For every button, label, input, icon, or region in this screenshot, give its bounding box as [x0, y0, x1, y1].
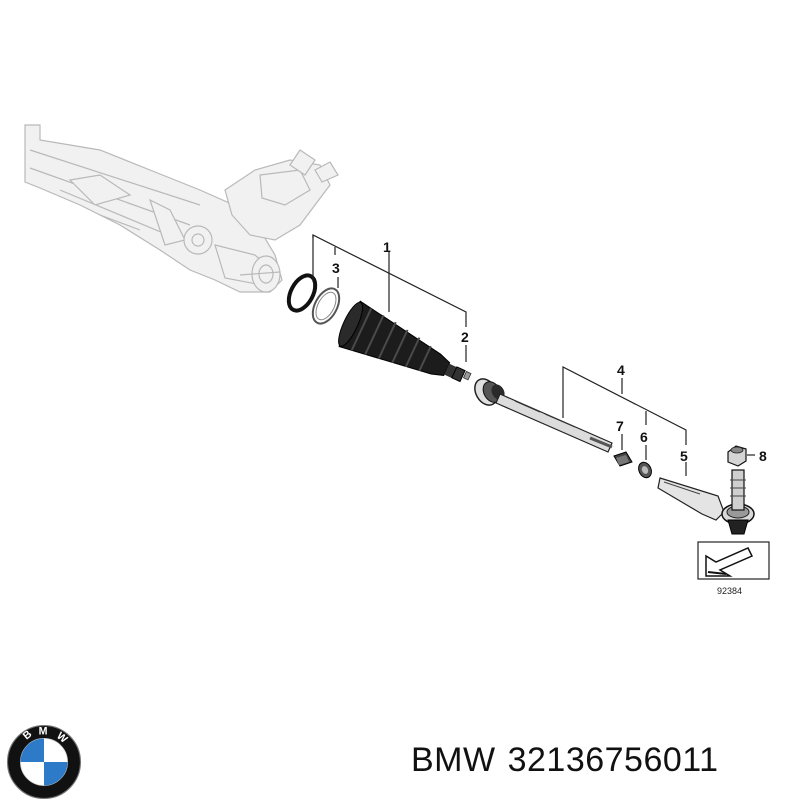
callout-number: 1: [383, 239, 391, 255]
callout-number: 3: [332, 260, 340, 276]
callout-number: 6: [640, 429, 648, 445]
clamp-ring-part: [638, 461, 652, 479]
brand-name: BMW: [411, 741, 496, 779]
callout-number: 8: [759, 448, 767, 464]
tie-rod-end-part: [657, 469, 755, 535]
reference-number: 92384: [717, 586, 742, 596]
callout-number: 7: [616, 418, 624, 434]
bellows-boot-part: [338, 300, 459, 379]
tie-rod-part: [474, 378, 613, 453]
svg-text:M: M: [39, 726, 48, 738]
diagram-reference-box: 92384: [697, 541, 770, 596]
callout-number: 4: [617, 362, 625, 378]
bmw-logo: B M W: [6, 724, 82, 800]
steering-rack-housing: [24, 124, 339, 293]
brand-part-number: BMW 32136756011: [411, 743, 719, 777]
o-ring-part: [286, 273, 341, 325]
self-locking-nut-part: [727, 445, 747, 467]
callout-number: 5: [680, 448, 688, 464]
jam-nut-part: [613, 451, 633, 467]
callout-number: 2: [461, 329, 469, 345]
direction-arrow-icon: [705, 547, 754, 577]
callout-leader-lines: [312, 234, 755, 476]
part-number: 32136756011: [507, 741, 719, 779]
clamp-part: [451, 366, 472, 383]
